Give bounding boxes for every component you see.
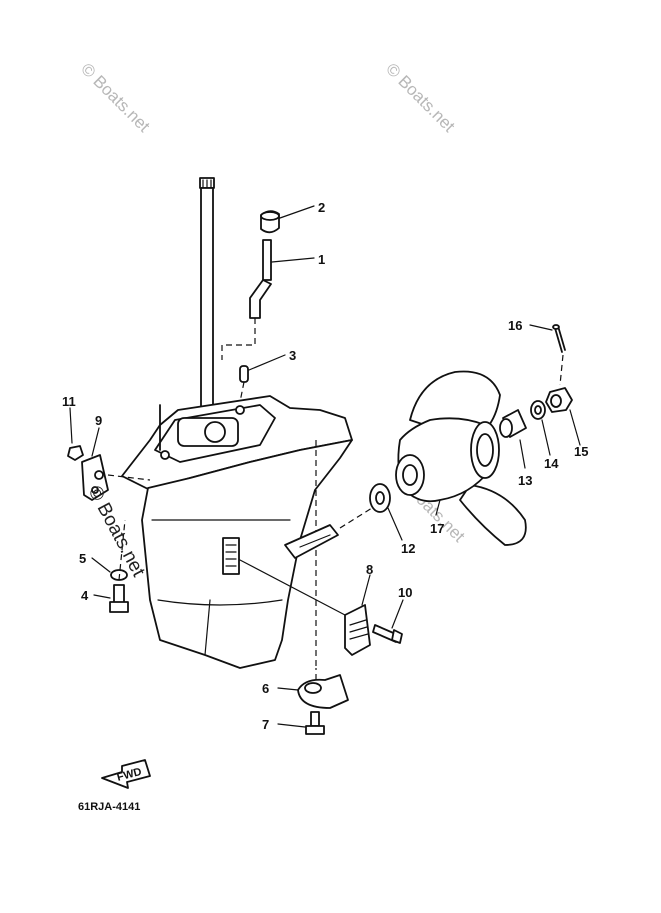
part-shift-rod bbox=[221, 239, 315, 360]
callout-7: 7 bbox=[262, 717, 269, 732]
part-water-intake-left bbox=[81, 427, 151, 501]
callout-10: 10 bbox=[398, 585, 412, 600]
part-propeller bbox=[395, 370, 527, 546]
callout-1: 1 bbox=[318, 252, 325, 267]
part-anode bbox=[277, 668, 349, 709]
part-spacer bbox=[499, 409, 527, 469]
callouts: 1 2 3 4 5 6 7 8 9 10 11 12 13 14 15 16 1… bbox=[62, 200, 588, 732]
part-nut-small bbox=[67, 407, 84, 461]
part-bolt-bottom bbox=[277, 711, 325, 735]
callout-11: 11 bbox=[62, 394, 76, 409]
part-washer bbox=[530, 400, 551, 456]
part-bolt-left bbox=[93, 519, 129, 613]
callout-4: 4 bbox=[81, 588, 89, 603]
watermark-dark: © Boats.net bbox=[84, 482, 150, 580]
part-castle-nut bbox=[545, 387, 581, 446]
callout-14: 14 bbox=[544, 456, 559, 471]
callout-6: 6 bbox=[262, 681, 269, 696]
part-screw-right bbox=[372, 599, 404, 644]
drive-shaft bbox=[199, 177, 215, 419]
propeller-shaft bbox=[284, 507, 373, 559]
callout-5: 5 bbox=[79, 551, 86, 566]
part-pin bbox=[239, 354, 286, 403]
watermark-top-left: © Boats.net bbox=[77, 59, 154, 136]
callout-3: 3 bbox=[289, 348, 296, 363]
callout-8: 8 bbox=[366, 562, 373, 577]
lower-unit-housing bbox=[121, 395, 353, 670]
part-grommet bbox=[260, 205, 315, 234]
callout-12: 12 bbox=[401, 541, 415, 556]
part-thrust-washer bbox=[369, 483, 403, 541]
callout-2: 2 bbox=[318, 200, 325, 215]
watermark-top-right: © Boats.net bbox=[382, 59, 459, 136]
callout-15: 15 bbox=[574, 444, 588, 459]
fwd-arrow: FWD bbox=[101, 759, 151, 789]
part-water-intake-right bbox=[239, 559, 371, 656]
callout-9: 9 bbox=[95, 413, 102, 428]
callout-13: 13 bbox=[518, 473, 532, 488]
callout-16: 16 bbox=[508, 318, 522, 333]
part-cotter-pin bbox=[529, 324, 566, 386]
callout-17: 17 bbox=[430, 521, 444, 536]
drawing-code: 61RJA-4141 bbox=[78, 801, 140, 813]
